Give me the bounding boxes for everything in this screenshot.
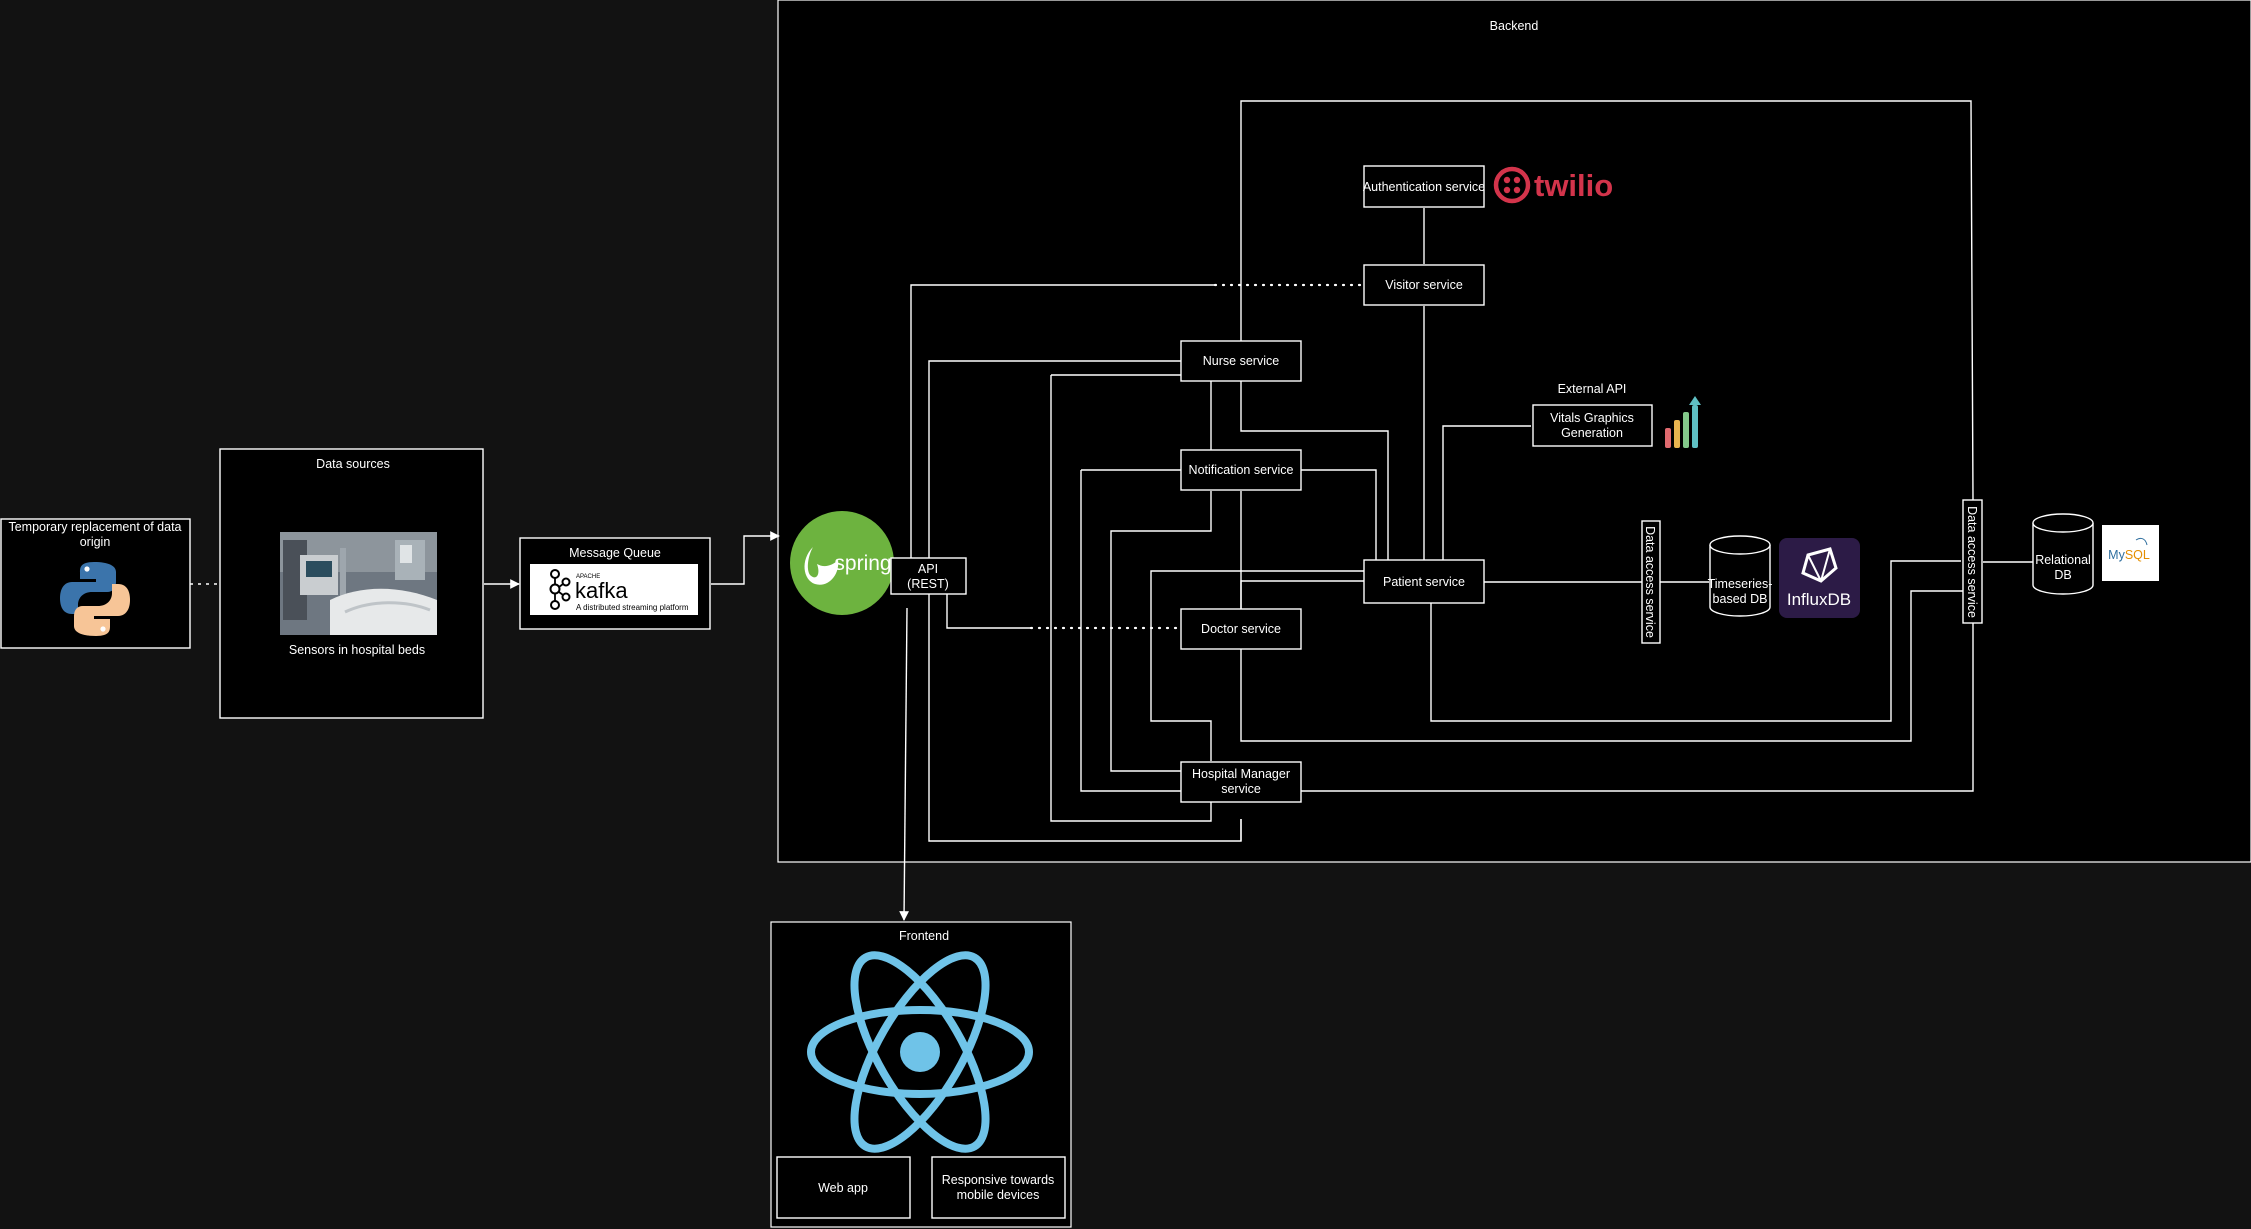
nurse-service-box: Nurse service [1180, 340, 1302, 382]
api-label-line1: API [918, 562, 938, 576]
patient-service-label: Patient service [1383, 575, 1465, 589]
responsive-label-line2: mobile devices [957, 1188, 1040, 1202]
timeseries-dal-box: Data access service [1641, 520, 1661, 644]
data-sources-box: Data sources Sensors in hospital beds [219, 448, 484, 719]
spring-logo-icon: spring [790, 511, 894, 615]
timeseries-db-label-line1: Timeseries- [1708, 577, 1773, 591]
relational-dal-label: Data access service [1965, 506, 1979, 618]
api-box: API (REST) [890, 557, 967, 595]
data-sources-caption: Sensors in hospital beds [289, 643, 425, 657]
data-sources-title: Data sources [316, 457, 390, 471]
relational-db-label-line1: Relational [2035, 553, 2091, 567]
authentication-service-box: Authentication service [1363, 165, 1485, 208]
timeseries-db-cylinder: Timeseries- based DB [1708, 535, 1773, 617]
doctor-service-label: Doctor service [1201, 622, 1281, 636]
backend-panel: Backend [777, 0, 2251, 863]
spring-word: spring [834, 552, 891, 575]
hospital-bed-photo [280, 532, 437, 635]
timeseries-db-label-line2: based DB [1713, 592, 1768, 606]
notification-service-box: Notification service [1180, 449, 1302, 491]
kafka-logo-icon: APACHE kafka A distributed streaming pla… [530, 564, 698, 615]
backend-title: Backend [1490, 19, 1539, 33]
origin-label-line2: origin [80, 535, 111, 549]
influxdb-logo-icon: InfluxDB [1779, 538, 1860, 618]
external-api-label-line2: Generation [1561, 426, 1623, 440]
relational-dal-box: Data access service [1962, 499, 1983, 624]
external-api-label-line1: Vitals Graphics [1550, 411, 1634, 425]
kafka-apache-label: APACHE [576, 574, 600, 580]
origin-box: Temporary replacement of data origin [0, 518, 191, 649]
python-logo-icon [60, 562, 130, 636]
origin-label-line1: Temporary replacement of data [8, 520, 181, 534]
hospital-manager-label-line2: service [1221, 782, 1261, 796]
hospital-manager-service-box: Hospital Manager service [1180, 761, 1302, 803]
patient-service-box: Patient service [1363, 559, 1485, 604]
relational-db-label-line2: DB [2054, 568, 2071, 582]
authentication-service-label: Authentication service [1363, 180, 1485, 194]
bar-chart-icon [1665, 396, 1701, 448]
api-label-line2: (REST) [907, 577, 949, 591]
responsive-label-line1: Responsive towards [942, 1173, 1055, 1187]
nurse-service-label: Nurse service [1203, 354, 1279, 368]
mysql-logo-icon: MySQL [2102, 525, 2159, 581]
message-queue-box: Message Queue APACHE kafka A distributed… [519, 537, 711, 630]
frontend-title: Frontend [899, 929, 949, 943]
visitor-service-box: Visitor service [1363, 264, 1485, 306]
notification-service-label: Notification service [1189, 463, 1294, 477]
kafka-word: kafka [575, 578, 628, 603]
influxdb-word: InfluxDB [1787, 590, 1851, 609]
connectors [190, 100, 2033, 921]
hospital-manager-label-line1: Hospital Manager [1192, 767, 1290, 781]
responsive-box: Responsive towards mobile devices [931, 1156, 1066, 1219]
mysql-word: MySQL [2108, 548, 2150, 562]
external-api-title: External API [1558, 382, 1627, 396]
timeseries-dal-label: Data access service [1643, 526, 1657, 638]
twilio-logo-icon: twilio [1493, 166, 1613, 204]
visitor-service-label: Visitor service [1385, 278, 1463, 292]
react-logo-icon [807, 951, 1033, 1153]
frontend-panel: Frontend Web app Responsive towards mobi… [770, 921, 1072, 1228]
web-app-box: Web app [776, 1156, 911, 1219]
external-api-box: External API Vitals Graphics Generation [1532, 382, 1653, 447]
doctor-service-box: Doctor service [1180, 608, 1302, 650]
twilio-word: twilio [1534, 168, 1613, 203]
web-app-label: Web app [818, 1181, 868, 1195]
relational-db-cylinder: Relational DB [2032, 513, 2094, 595]
message-queue-title: Message Queue [569, 546, 661, 560]
kafka-tagline: A distributed streaming platform [576, 603, 689, 612]
